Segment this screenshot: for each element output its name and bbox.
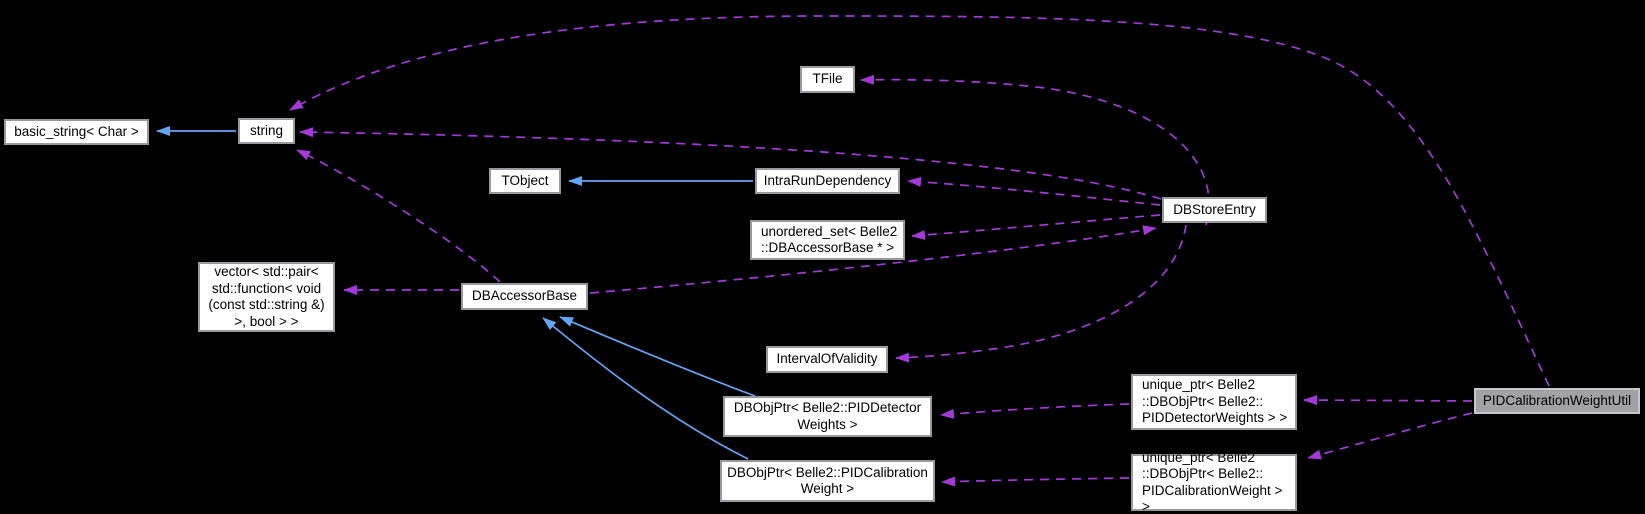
node-pidcalibrationweightutil-main[interactable]: PIDCalibrationWeightUtil — [1474, 388, 1640, 414]
node-unordered-set[interactable]: unordered_set< Belle2 ::DBAccessorBase *… — [750, 220, 905, 260]
edge-util-to-unique-ptr-det — [1303, 395, 1473, 406]
node-dbobjptr-pidcalibrationweight[interactable]: DBObjPtr< Belle2::PIDCalibration Weight … — [720, 460, 935, 502]
edge-dbstoreentry-to-unordered-set — [911, 214, 1161, 240]
node-label: string — [249, 122, 283, 138]
edge-dbobjptr-det-to-dbaccessorbase — [559, 316, 756, 397]
node-label: IntraRunDependency — [763, 172, 892, 188]
node-vector[interactable]: vector< std::pair< std::function< void (… — [198, 262, 335, 332]
node-label: unique_ptr< Belle2 ::DBObjPtr< Belle2:: … — [1142, 449, 1283, 514]
node-dbaccessorbase[interactable]: DBAccessorBase — [461, 283, 588, 310]
node-basic-string[interactable]: basic_string< Char > — [4, 119, 149, 145]
node-intrarundependency[interactable]: IntraRunDependency — [755, 168, 900, 194]
node-label: PIDCalibrationWeightUtil — [1482, 392, 1632, 408]
edge-dbaccessorbase-to-dbstoreentry — [589, 225, 1157, 294]
node-label: unique_ptr< Belle2 ::DBObjPtr< Belle2:: … — [1142, 377, 1288, 426]
edge-dbstoreentry-to-string — [299, 127, 1162, 200]
node-label: vector< std::pair< std::function< void (… — [208, 264, 325, 329]
node-label: unordered_set< Belle2 ::DBAccessorBase *… — [761, 223, 898, 256]
node-dbstoreentry[interactable]: DBStoreEntry — [1162, 197, 1267, 223]
node-label: DBObjPtr< Belle2::PIDDetector Weights > — [733, 400, 922, 432]
node-dbobjptr-piddetectorweights[interactable]: DBObjPtr< Belle2::PIDDetector Weights > — [723, 396, 932, 437]
edge-dbstoreentry-to-intervalofvalidity — [895, 224, 1187, 363]
edge-dbstoreentry-to-intrarundependency — [907, 176, 1161, 206]
edge-unique-ptr-cal-to-dbobjptr-cal — [941, 476, 1130, 487]
node-label: basic_string< Char > — [14, 123, 139, 139]
node-label: DBStoreEntry — [1173, 201, 1256, 217]
edge-dbobjptr-cal-to-dbaccessorbase — [542, 317, 749, 460]
edge-util-to-string — [289, 15, 1550, 387]
node-label: TObject — [501, 172, 549, 188]
edge-unique-ptr-det-to-dbobjptr-det — [940, 403, 1130, 419]
node-unique-ptr-piddetectorweights[interactable]: unique_ptr< Belle2 ::DBObjPtr< Belle2:: … — [1131, 374, 1297, 430]
node-unique-ptr-pidcalibrationweight[interactable]: unique_ptr< Belle2 ::DBObjPtr< Belle2:: … — [1131, 450, 1297, 514]
edge-dbaccessorbase-to-string — [296, 149, 501, 283]
node-label: IntervalOfValidity — [776, 351, 878, 367]
node-tfile[interactable]: TFile — [800, 66, 855, 93]
edge-dbstoreentry-to-tfile — [860, 74, 1210, 226]
node-label: DBAccessorBase — [471, 288, 578, 304]
node-tobject[interactable]: TObject — [489, 168, 561, 194]
node-intervalofvalidity[interactable]: IntervalOfValidity — [766, 346, 888, 373]
edge-util-to-unique-ptr-cal — [1307, 412, 1473, 460]
node-label: TFile — [812, 71, 843, 87]
node-label: DBObjPtr< Belle2::PIDCalibration Weight … — [727, 464, 928, 497]
node-string[interactable]: string — [238, 118, 295, 144]
